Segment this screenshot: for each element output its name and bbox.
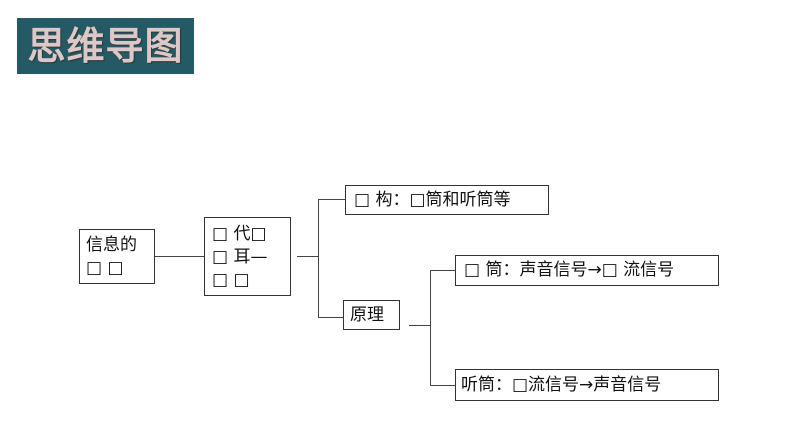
root-node-line2: □ □ — [86, 258, 124, 278]
connector — [155, 256, 204, 257]
mid-node: □ 代□ □ 耳— □ □ — [204, 217, 291, 296]
microphone-node: □ 筒：声音信号→□ 流信号 — [455, 255, 719, 286]
connector — [430, 270, 455, 271]
connector — [409, 325, 430, 326]
connector — [318, 199, 319, 318]
earpiece-node: 听筒：□流信号→声音信号 — [455, 369, 719, 401]
page-title: 思维导图 — [17, 18, 194, 74]
principle-node: 原理 — [343, 300, 400, 330]
mid-node-line2: □ 耳— — [212, 247, 268, 267]
connector — [318, 317, 343, 318]
structure-node: □ 构：□筒和听筒等 — [345, 185, 549, 215]
mid-node-line3: □ □ — [212, 270, 250, 290]
root-node: 信息的 □ □ — [79, 229, 155, 284]
root-node-line1: 信息的 — [86, 235, 137, 255]
connector — [430, 385, 455, 386]
connector — [297, 256, 318, 257]
connector — [430, 270, 431, 386]
mid-node-line1: □ 代□ — [212, 224, 267, 244]
connector — [318, 199, 345, 200]
